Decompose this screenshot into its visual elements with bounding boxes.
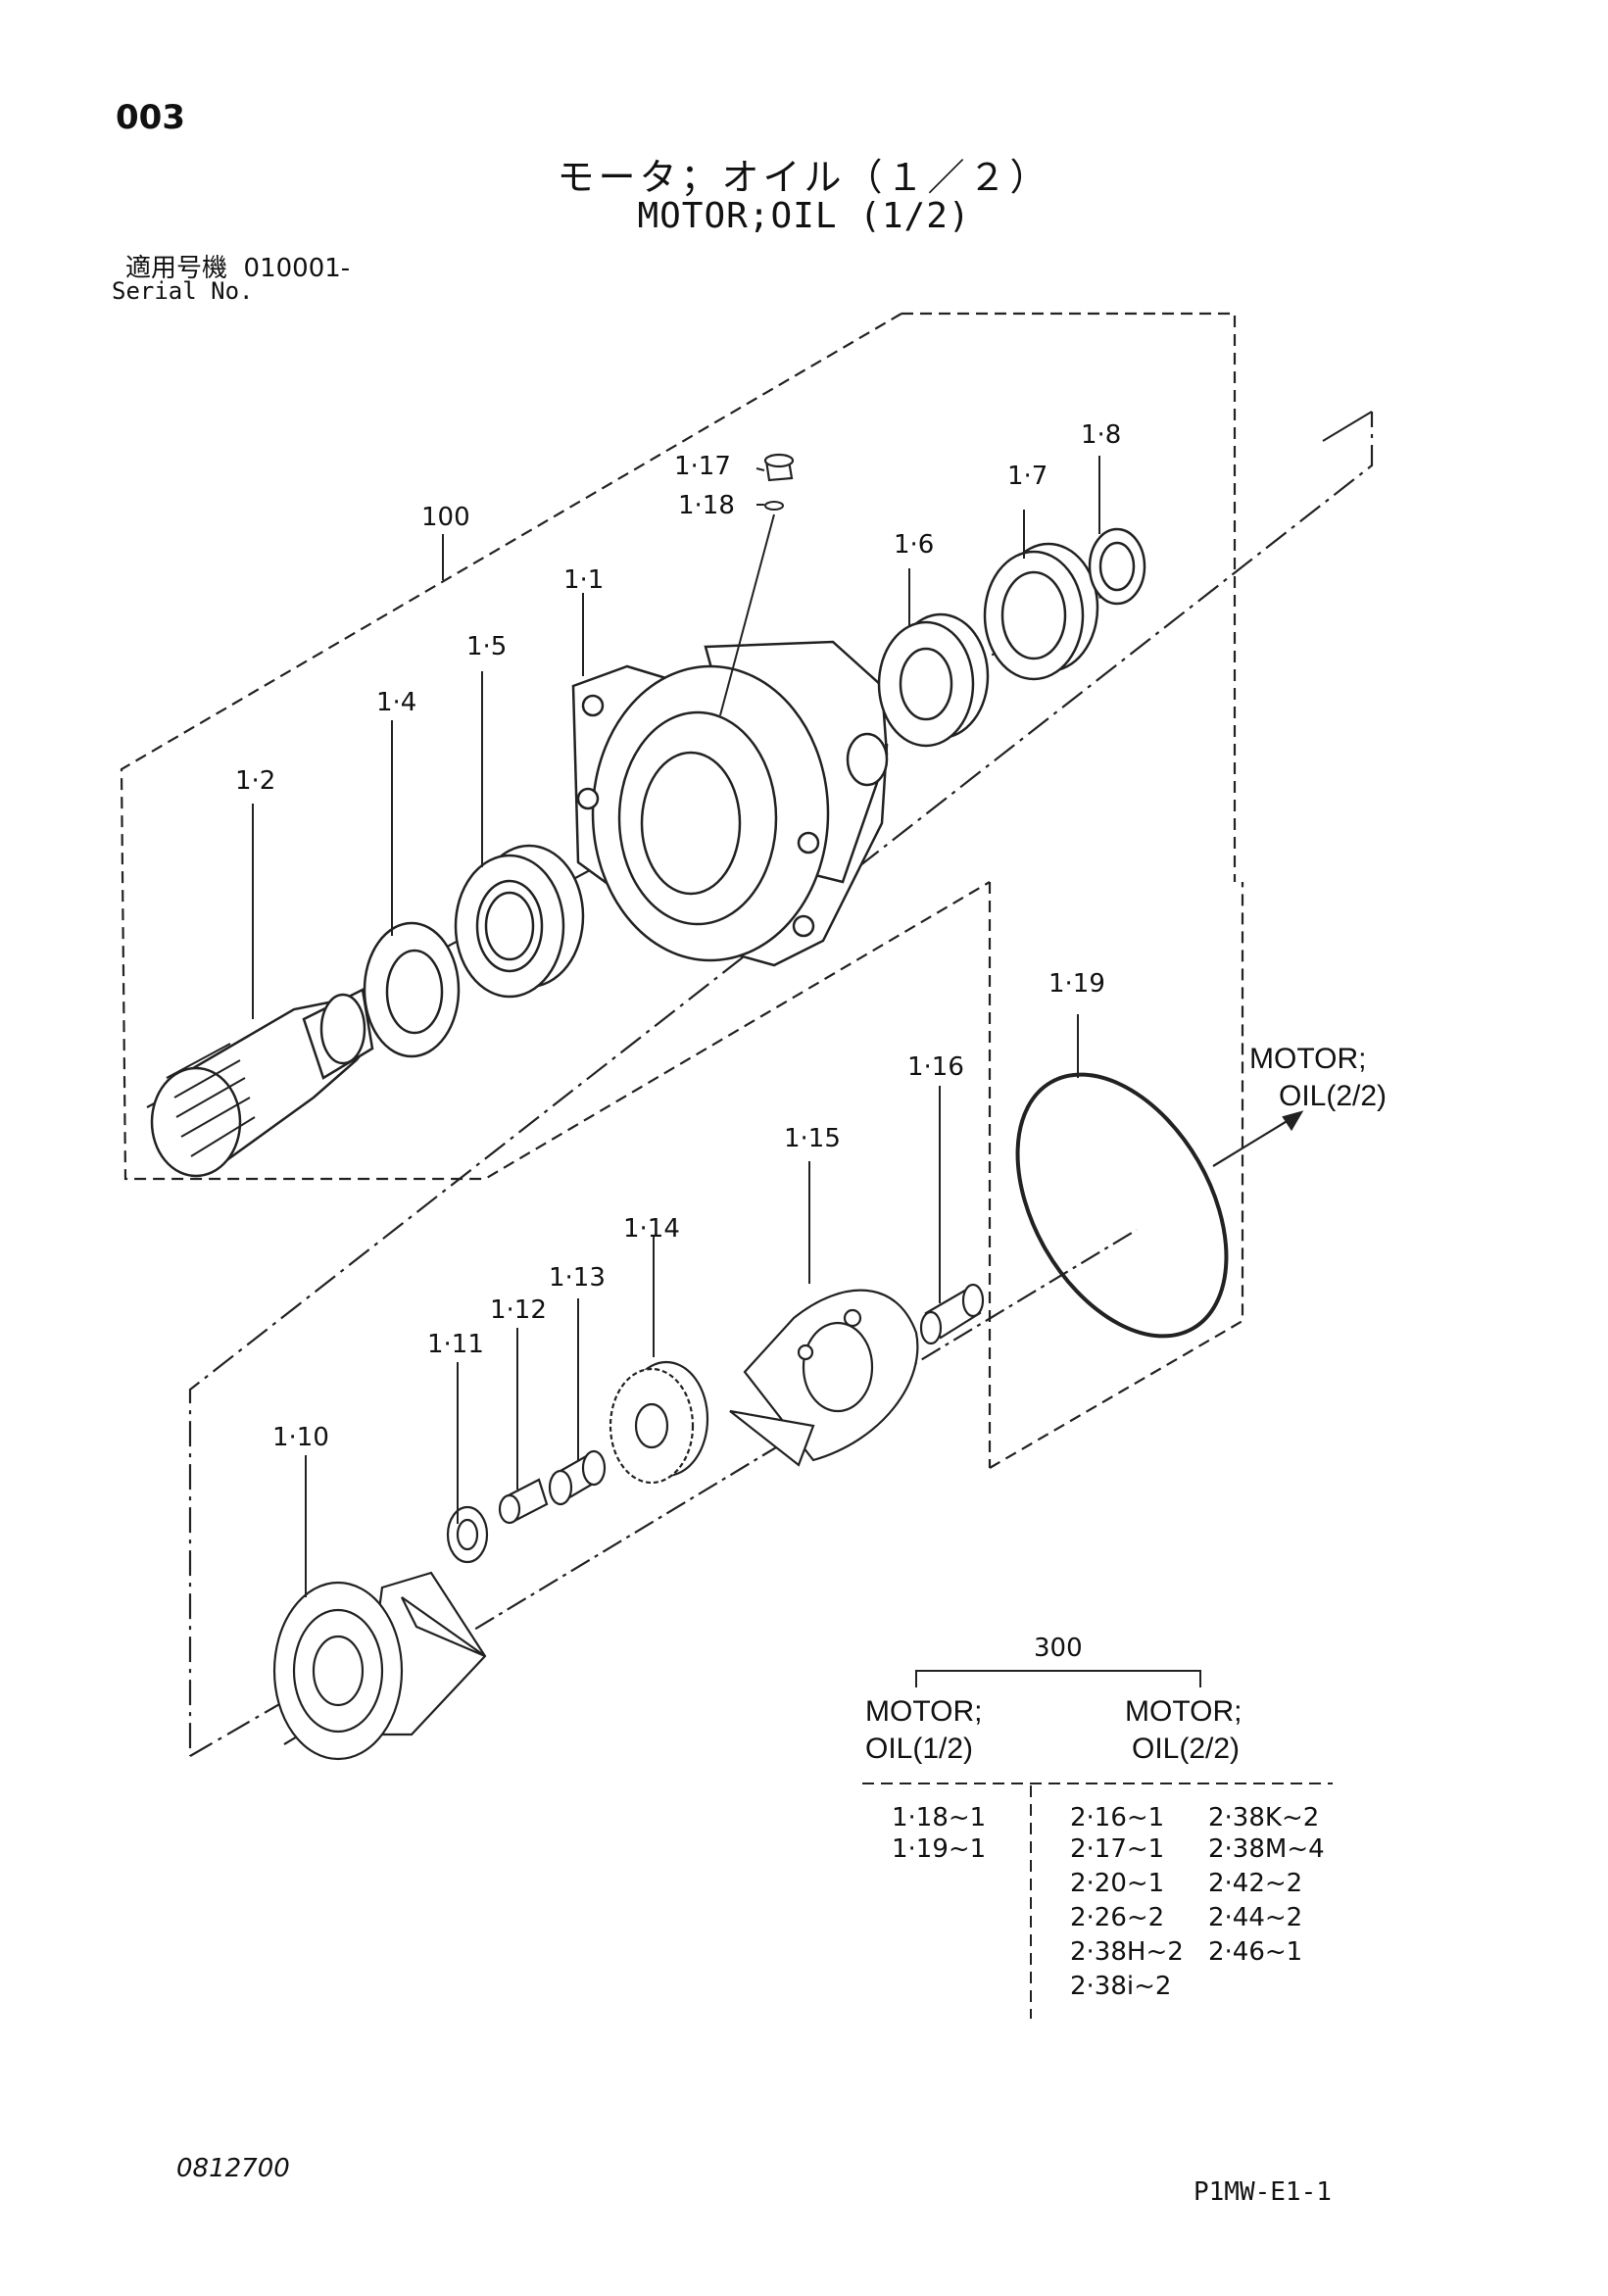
part-1-8-ring [1088, 527, 1146, 606]
callout-1-15: 1·15 [784, 1124, 841, 1153]
part-1-13-needle-bearing [548, 1449, 607, 1506]
kit-col2b-item: 2·38K~2 [1208, 1803, 1319, 1832]
kit-number: 300 [1034, 1634, 1083, 1663]
part-1-4-washer [363, 921, 461, 1058]
reference-line-2: OIL(2/2) [1279, 1080, 1387, 1112]
callout-1-7: 1·7 [1007, 462, 1048, 491]
document-code: 0812700 [176, 2154, 290, 2183]
kit-col2b-item: 2·44~2 [1208, 1903, 1302, 1932]
callout-1-19: 1·19 [1048, 969, 1105, 999]
serial-value: 010001- [243, 254, 351, 283]
page-code: P1MW-E1-1 [1194, 2177, 1332, 2207]
page-number: 003 [116, 98, 185, 137]
callout-1-8: 1·8 [1081, 420, 1121, 450]
part-1-5-bearing [454, 844, 585, 999]
kit-col1-heading-line1: MOTOR; [865, 1695, 982, 1728]
title-english: MOTOR;OIL (1/2) [637, 196, 971, 236]
serial-label-jp-text: 適用号機 [125, 254, 228, 283]
kit-col2-heading-line2: OIL(2/2) [1132, 1733, 1240, 1765]
kit-col2a-item: 2·38i~2 [1070, 1972, 1171, 2001]
callout-1-1: 1·1 [563, 565, 604, 595]
serial-label-japanese: 適用号機 010001- [125, 248, 350, 284]
kit-col1-item: 1·19~1 [892, 1834, 986, 1864]
kit-col1-item: 1·18~1 [892, 1803, 986, 1832]
part-1-18-oring [764, 501, 784, 511]
kit-col2a-item: 2·16~1 [1070, 1803, 1164, 1832]
callout-1-6: 1·6 [894, 530, 934, 560]
kit-col2a-item: 2·38H~2 [1070, 1937, 1184, 1967]
callout-1-13: 1·13 [549, 1263, 606, 1293]
kit-col2a-item: 2·17~1 [1070, 1834, 1164, 1864]
kit-col2b-item: 2·38M~4 [1208, 1834, 1325, 1864]
callout-1-12: 1·12 [490, 1295, 547, 1325]
kit-col2a-item: 2·26~2 [1070, 1903, 1164, 1932]
callout-1-16: 1·16 [907, 1052, 964, 1082]
callout-1-10: 1·10 [272, 1423, 329, 1452]
callout-1-18: 1·18 [678, 491, 735, 520]
kit-col1-heading-line2: OIL(1/2) [865, 1733, 973, 1765]
reference-line-1: MOTOR; [1249, 1043, 1366, 1075]
callout-1-5: 1·5 [466, 632, 507, 661]
assembly-100-boundary [901, 312, 1237, 882]
lower-group-guide [188, 412, 1374, 1756]
kit-table: 300 MOTOR; OIL(1/2) MOTOR; OIL(2/2) 1·18… [862, 1634, 1333, 2019]
callout-1-2: 1·2 [235, 766, 275, 796]
part-1-6-seal [877, 612, 990, 748]
callout-100: 100 [421, 503, 470, 532]
callout-1-17: 1·17 [674, 452, 731, 481]
part-1-11-washer [446, 1505, 489, 1564]
serial-label-english: Serial No. [112, 277, 254, 305]
part-1-19-oring [1015, 1072, 1229, 1339]
part-1-15-plate [729, 1289, 919, 1467]
kit-col2b-item: 2·42~2 [1208, 1869, 1302, 1898]
part-1-14-gear [609, 1360, 709, 1485]
part-1-10-carrier [272, 1571, 487, 1761]
kit-col2a-item: 2·20~1 [1070, 1869, 1164, 1898]
callout-1-11: 1·11 [427, 1330, 484, 1359]
callout-1-14: 1·14 [623, 1214, 680, 1244]
assembly-100-boundary-left [120, 313, 991, 1181]
part-1-7-bearing [983, 542, 1099, 681]
part-1-17-plug [763, 453, 795, 482]
part-1-2-shaft [150, 988, 374, 1178]
kit-col2-heading-line1: MOTOR; [1125, 1695, 1242, 1728]
kit-col2b-item: 2·46~1 [1208, 1937, 1302, 1967]
part-1-16-needle-bearing [919, 1283, 985, 1345]
part-1-12-bushing [498, 1478, 549, 1525]
title-japanese: モータ；オイル（１／２） [557, 156, 1051, 199]
part-1-1-housing [571, 640, 889, 967]
callout-1-4: 1·4 [376, 688, 416, 717]
